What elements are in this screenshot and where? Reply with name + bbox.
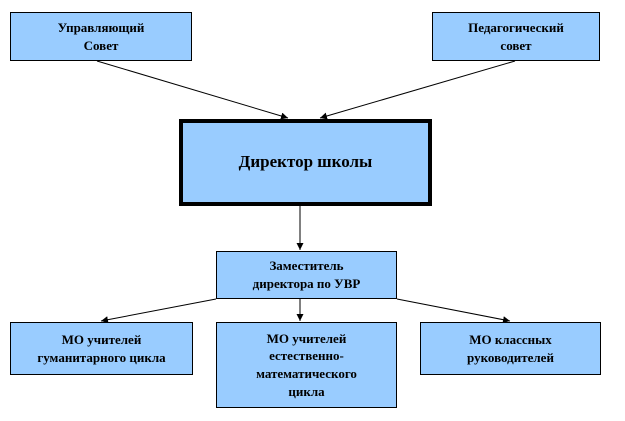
node-mo-gumanitarnogo-cikla: МО учителей гуманитарного цикла xyxy=(10,322,193,375)
arrow-pedagogicheskiy-to-direktor xyxy=(319,60,516,120)
node-zamestitel-direktora: Заместитель директора по УВР xyxy=(216,251,397,299)
node-mo-klassnykh-rukovoditeley: МО классных руководителей xyxy=(420,322,601,375)
arrow-upravlyayushchiy-to-direktor xyxy=(96,60,289,120)
node-upravlyayushchiy-sovet: Управляющий Совет xyxy=(10,12,192,61)
arrow-zamestitel-to-mo-gumanitarnyy xyxy=(100,298,217,324)
node-mo-estestvenno-matematicheskogo-cikla: МО учителей естественно- математического… xyxy=(216,322,397,408)
node-direktor-shkoly: Директор школы xyxy=(179,119,432,206)
arrow-zamestitel-to-mo-klassnykh xyxy=(396,298,511,324)
node-pedagogicheskiy-sovet: Педагогический совет xyxy=(432,12,600,61)
